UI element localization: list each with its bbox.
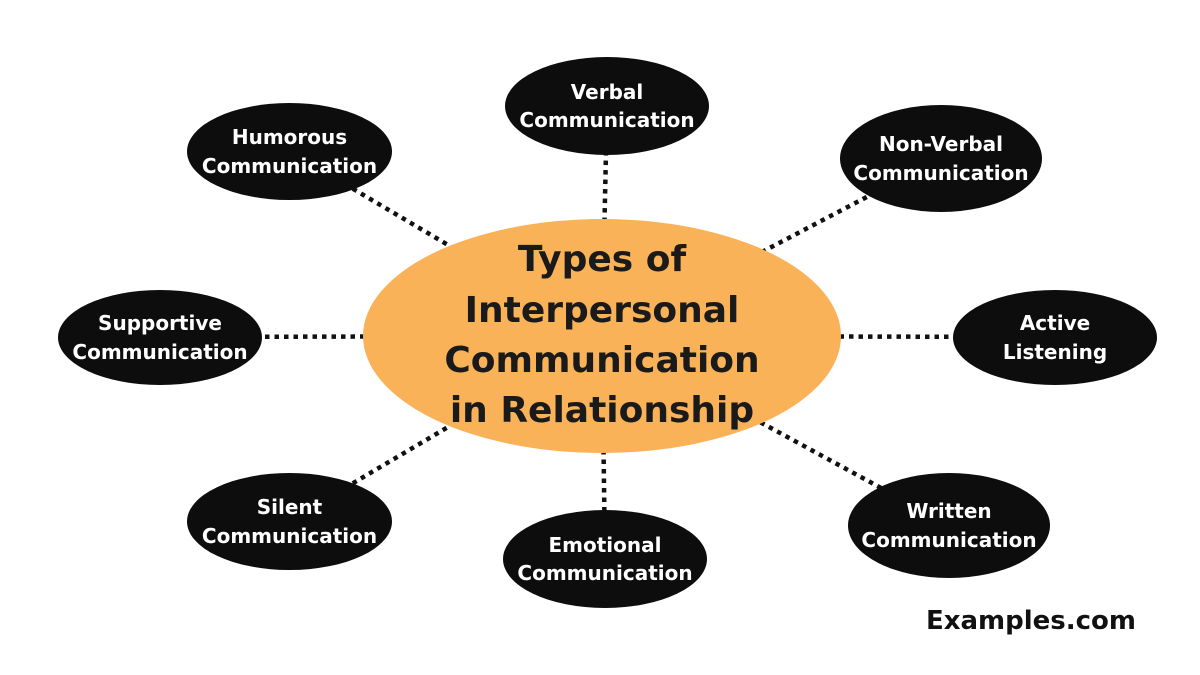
node-label: Supportive Communication xyxy=(72,311,248,364)
center-topic-label: Types of Interpersonal Communication in … xyxy=(444,239,760,432)
brand-watermark: Examples.com xyxy=(925,606,1136,636)
node-label: Emotional Communication xyxy=(517,532,693,585)
node-active-listening: Active Listening xyxy=(953,290,1157,385)
connector-line-nonverbal xyxy=(600,156,943,338)
node-label: Active Listening xyxy=(1002,311,1108,364)
node-label: Non-Verbal Communication xyxy=(853,132,1029,185)
node-label: Verbal Communication xyxy=(519,79,695,132)
node-supportive-communication: Supportive Communication xyxy=(58,290,262,385)
node-verbal-communication: Verbal Communication xyxy=(505,57,709,155)
center-topic: Types of Interpersonal Communication in … xyxy=(363,219,841,453)
node-label: Humorous Communication xyxy=(201,125,378,178)
node-label: Silent Communication xyxy=(201,495,378,548)
node-silent-communication: Silent Communication xyxy=(187,473,392,570)
node-written-communication: Written Communication xyxy=(848,473,1050,578)
node-emotional-communication: Emotional Communication xyxy=(503,510,707,608)
node-label: Written Communication xyxy=(861,499,1037,552)
node-nonverbal-communication: Non-Verbal Communication xyxy=(840,105,1042,212)
node-humorous-communication: Humorous Communication xyxy=(187,103,392,200)
